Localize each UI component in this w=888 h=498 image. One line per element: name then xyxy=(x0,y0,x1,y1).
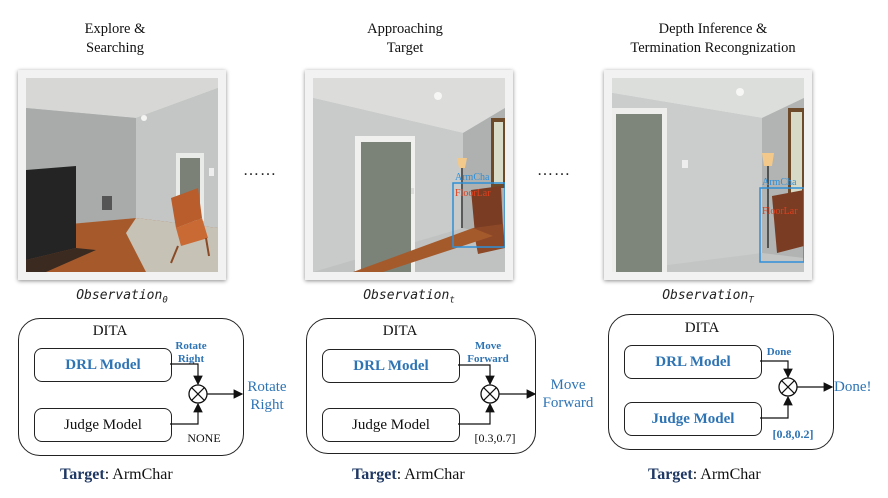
result-line2: Forward xyxy=(542,395,594,411)
result-line2: Right xyxy=(250,397,284,413)
target-value: : ArmChar xyxy=(692,466,761,483)
stage-title-line1: Explore & xyxy=(84,21,146,37)
drl-output-line1: Done xyxy=(766,346,792,358)
result-label-3: Done! xyxy=(834,379,872,395)
room-scene-t: ArmCha FloorLar xyxy=(313,78,505,272)
dita-label: DITA xyxy=(382,323,418,339)
observation-label-text: Observation xyxy=(76,288,163,303)
wiring-panel-1 xyxy=(170,363,244,425)
wiring-panel-3 xyxy=(760,360,834,419)
dita-label: DITA xyxy=(684,320,720,336)
target-label-2: Target: ArmChar xyxy=(352,466,465,484)
drl-output-label: Done xyxy=(762,346,796,359)
drl-model-box: DRL Model xyxy=(322,349,460,383)
observation-image-0 xyxy=(18,70,226,280)
drl-output-line1: Move xyxy=(474,340,502,352)
stage-title-line2: Searching xyxy=(86,40,144,56)
observation-image-t: ArmCha FloorLar xyxy=(305,70,513,280)
detection-label-floorlamp: FloorLar xyxy=(762,206,798,217)
target-value: : ArmChar xyxy=(104,466,173,483)
observation-label-sub: 0 xyxy=(162,295,168,306)
judge-output-label: NONE xyxy=(187,431,221,445)
result-line1: Move xyxy=(550,377,586,393)
observation-label-text: Observation xyxy=(662,288,749,303)
stage-title-line1: Depth Inference & xyxy=(658,21,768,37)
stage-title-line2: Target xyxy=(386,40,424,56)
target-key: Target xyxy=(352,466,397,483)
target-value: : ArmChar xyxy=(396,466,465,483)
room-scene-0 xyxy=(26,78,218,272)
observation-label-0: Observation0 xyxy=(18,288,226,306)
room-scene-T: ArmCha FloorLar xyxy=(612,78,804,272)
ellipsis-1: …… xyxy=(243,162,277,179)
target-label-1: Target: ArmChar xyxy=(60,466,173,484)
judge-output-label: [0.3,0.7] xyxy=(474,431,516,445)
result-line1: Rotate xyxy=(247,379,287,395)
drl-output-line2: Right xyxy=(177,353,205,365)
observation-label-sub: T xyxy=(748,295,754,306)
stage-title-explore: Explore & Searching xyxy=(40,20,190,58)
stage-title-line2: Termination Recongnization xyxy=(630,40,796,56)
observation-label-text: Observation xyxy=(363,288,450,303)
drl-model-box: DRL Model xyxy=(34,348,172,382)
ellipsis-2: …… xyxy=(537,162,571,179)
target-label-3: Target: ArmChar xyxy=(648,466,761,484)
observation-label-T: ObservationT xyxy=(604,288,812,306)
stage-title-depth: Depth Inference & Termination Recongniza… xyxy=(598,20,828,58)
stage-title-line1: Approaching xyxy=(367,21,443,37)
observation-label-sub: t xyxy=(449,295,455,306)
drl-output-line2: Forward xyxy=(467,353,509,365)
drl-model-box: DRL Model xyxy=(624,345,762,379)
stage-title-approaching: Approaching Target xyxy=(330,20,480,58)
observation-label-t: Observationt xyxy=(305,288,513,306)
target-key: Target xyxy=(648,466,693,483)
detection-label-armchair: ArmCha xyxy=(455,172,490,183)
dita-label: DITA xyxy=(92,323,128,339)
judge-model-box: Judge Model xyxy=(34,408,172,442)
target-key: Target xyxy=(60,466,105,483)
detection-label-armchair: ArmCha xyxy=(762,177,797,188)
detection-label-floorlamp: FloorLar xyxy=(455,188,491,199)
judge-model-box: Judge Model xyxy=(322,408,460,442)
wiring-panel-2 xyxy=(458,364,537,425)
judge-output-label: [0.8,0.2] xyxy=(772,427,814,441)
judge-model-box: Judge Model xyxy=(624,402,762,436)
drl-output-line1: Rotate xyxy=(175,340,207,352)
observation-image-T: ArmCha FloorLar xyxy=(604,70,812,280)
